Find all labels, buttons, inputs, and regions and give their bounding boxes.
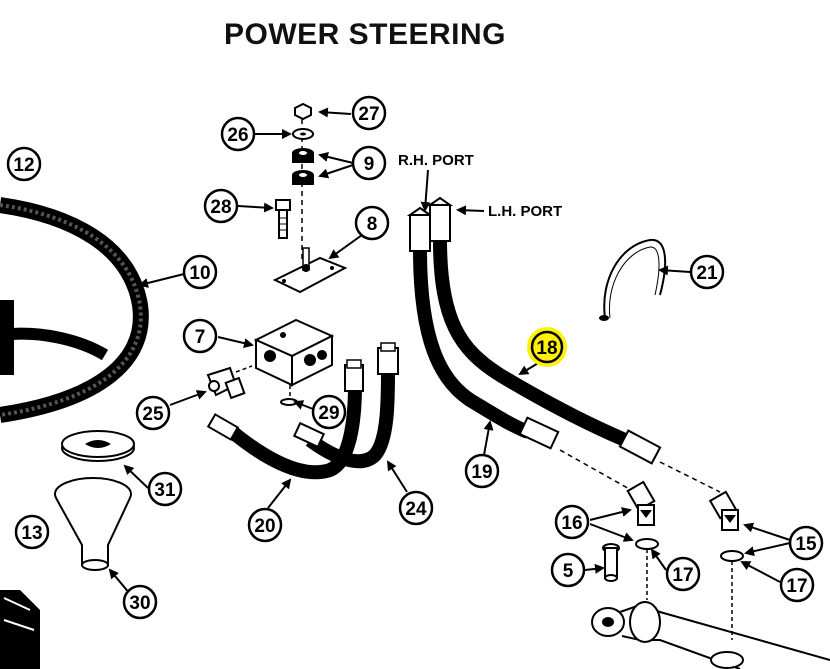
elbow-fitting <box>206 365 253 400</box>
callout-29: 29 <box>311 394 347 430</box>
hose-19 <box>406 206 641 496</box>
callout-7: 7 <box>182 318 218 354</box>
svg-text:20: 20 <box>254 516 275 537</box>
svg-text:31: 31 <box>154 480 176 501</box>
horn-cap <box>61 430 135 462</box>
callout-16: 16 <box>554 504 590 540</box>
callout-5: 5 <box>550 552 586 588</box>
svg-text:5: 5 <box>563 561 574 582</box>
o-ring-left <box>635 538 659 550</box>
callout-17-left: 17 <box>665 556 701 592</box>
hose-20 <box>206 359 364 480</box>
diagram-title: POWER STEERING <box>223 18 507 51</box>
gear-housing-fragment <box>0 590 40 669</box>
callout-20: 20 <box>247 507 283 543</box>
callout-24: 24 <box>398 490 434 526</box>
svg-text:16: 16 <box>561 513 582 534</box>
svg-text:17: 17 <box>672 565 693 586</box>
hose-18 <box>426 196 721 493</box>
steering-column-cone <box>54 477 132 571</box>
callout-10: 10 <box>182 254 218 290</box>
elbow-fitting-16 <box>626 480 656 526</box>
callout-15: 15 <box>788 525 824 561</box>
svg-text:25: 25 <box>142 404 164 425</box>
svg-text:27: 27 <box>358 104 379 125</box>
valve-block <box>253 318 335 406</box>
callout-27: 27 <box>351 95 387 131</box>
o-ring-right <box>720 550 744 562</box>
svg-text:10: 10 <box>189 263 210 284</box>
svg-text:29: 29 <box>318 403 339 424</box>
callout-28: 28 <box>203 188 239 224</box>
callout-18: 18 <box>530 330 564 364</box>
svg-text:7: 7 <box>195 327 206 348</box>
callout-13: 13 <box>14 514 50 550</box>
callout-31: 31 <box>147 471 183 507</box>
callout-12: 12 <box>6 146 42 182</box>
bracket-plate <box>272 247 348 294</box>
bolt <box>275 199 291 239</box>
svg-text:13: 13 <box>21 523 42 544</box>
callout-19: 19 <box>464 453 500 489</box>
svg-text:28: 28 <box>210 197 231 218</box>
steering-cylinder <box>591 601 830 669</box>
callouts: 27 26 9 12 28 8 10 21 7 18 25 29 19 31 2… <box>6 95 824 620</box>
steering-wheel <box>0 197 149 423</box>
svg-text:8: 8 <box>367 214 378 235</box>
svg-text:26: 26 <box>227 125 248 146</box>
svg-text:19: 19 <box>471 462 492 483</box>
rh-port-label: R.H. PORT <box>398 152 474 169</box>
svg-text:18: 18 <box>536 338 557 359</box>
callout-9: 9 <box>351 145 387 181</box>
svg-text:21: 21 <box>696 263 718 284</box>
hardware-stack <box>292 102 314 260</box>
callout-30: 30 <box>122 584 158 620</box>
leader-lines <box>108 107 791 595</box>
lh-port-label: L.H. PORT <box>488 203 562 220</box>
svg-text:24: 24 <box>405 499 427 520</box>
cable-tie <box>599 238 667 321</box>
svg-text:12: 12 <box>13 155 34 176</box>
callout-17-right: 17 <box>779 567 815 603</box>
elbow-fitting-15 <box>708 490 739 531</box>
svg-text:15: 15 <box>795 534 817 555</box>
callout-25: 25 <box>135 395 171 431</box>
callout-21: 21 <box>689 254 725 290</box>
hose-24 <box>292 342 399 469</box>
svg-text:9: 9 <box>364 154 375 175</box>
callout-26: 26 <box>220 116 256 152</box>
svg-text:17: 17 <box>786 576 807 597</box>
svg-text:30: 30 <box>129 593 150 614</box>
callout-8: 8 <box>354 205 390 241</box>
pin <box>602 543 620 582</box>
